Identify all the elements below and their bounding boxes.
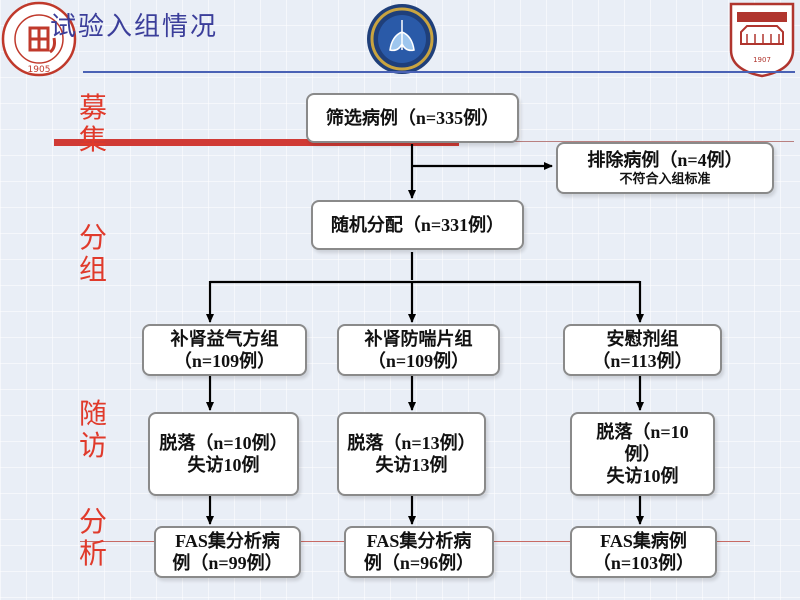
exclusion-box: 排除病例（n=4例） 不符合入组标准 (556, 142, 774, 194)
dropout-box-2: 脱落（n=13例） 失访13例 (337, 412, 486, 496)
analysis-box-3: FAS集病例 （n=103例） (570, 526, 717, 578)
accent-rule (459, 141, 794, 142)
stage-label-recruit: 募集 (78, 91, 107, 156)
analysis-box-1: FAS集分析病 例（n=99例） (154, 526, 301, 578)
svg-text:1907: 1907 (753, 56, 771, 64)
svg-text:1905: 1905 (28, 65, 51, 75)
slide-title: 试验入组情况 (50, 12, 219, 42)
dropout-box-3: 脱落（n=10 例） 失访10例 (570, 412, 715, 496)
fudan-university-logo: 1905 (1, 1, 77, 77)
dropout-box-1: 脱落（n=10例） 失访10例 (148, 412, 299, 496)
randomization-box: 随机分配（n=331例） (311, 200, 524, 250)
huashan-hospital-logo: 1907 (729, 2, 795, 78)
screening-box: 筛选病例（n=335例） (306, 93, 519, 143)
lung-emblem-logo (367, 4, 437, 74)
stage-label-analysis: 分析 (78, 505, 107, 570)
group-box-3: 安慰剂组 （n=113例） (563, 324, 722, 376)
group-box-2: 补肾防喘片组 （n=109例） (337, 324, 500, 376)
group-box-1: 补肾益气方组 （n=109例） (142, 324, 307, 376)
stage-label-followup: 随访 (78, 397, 107, 462)
stage-label-group: 分组 (78, 221, 107, 286)
analysis-box-2: FAS集分析病 例（n=96例） (344, 526, 494, 578)
accent-bar (54, 139, 459, 146)
header-rule (83, 71, 795, 73)
